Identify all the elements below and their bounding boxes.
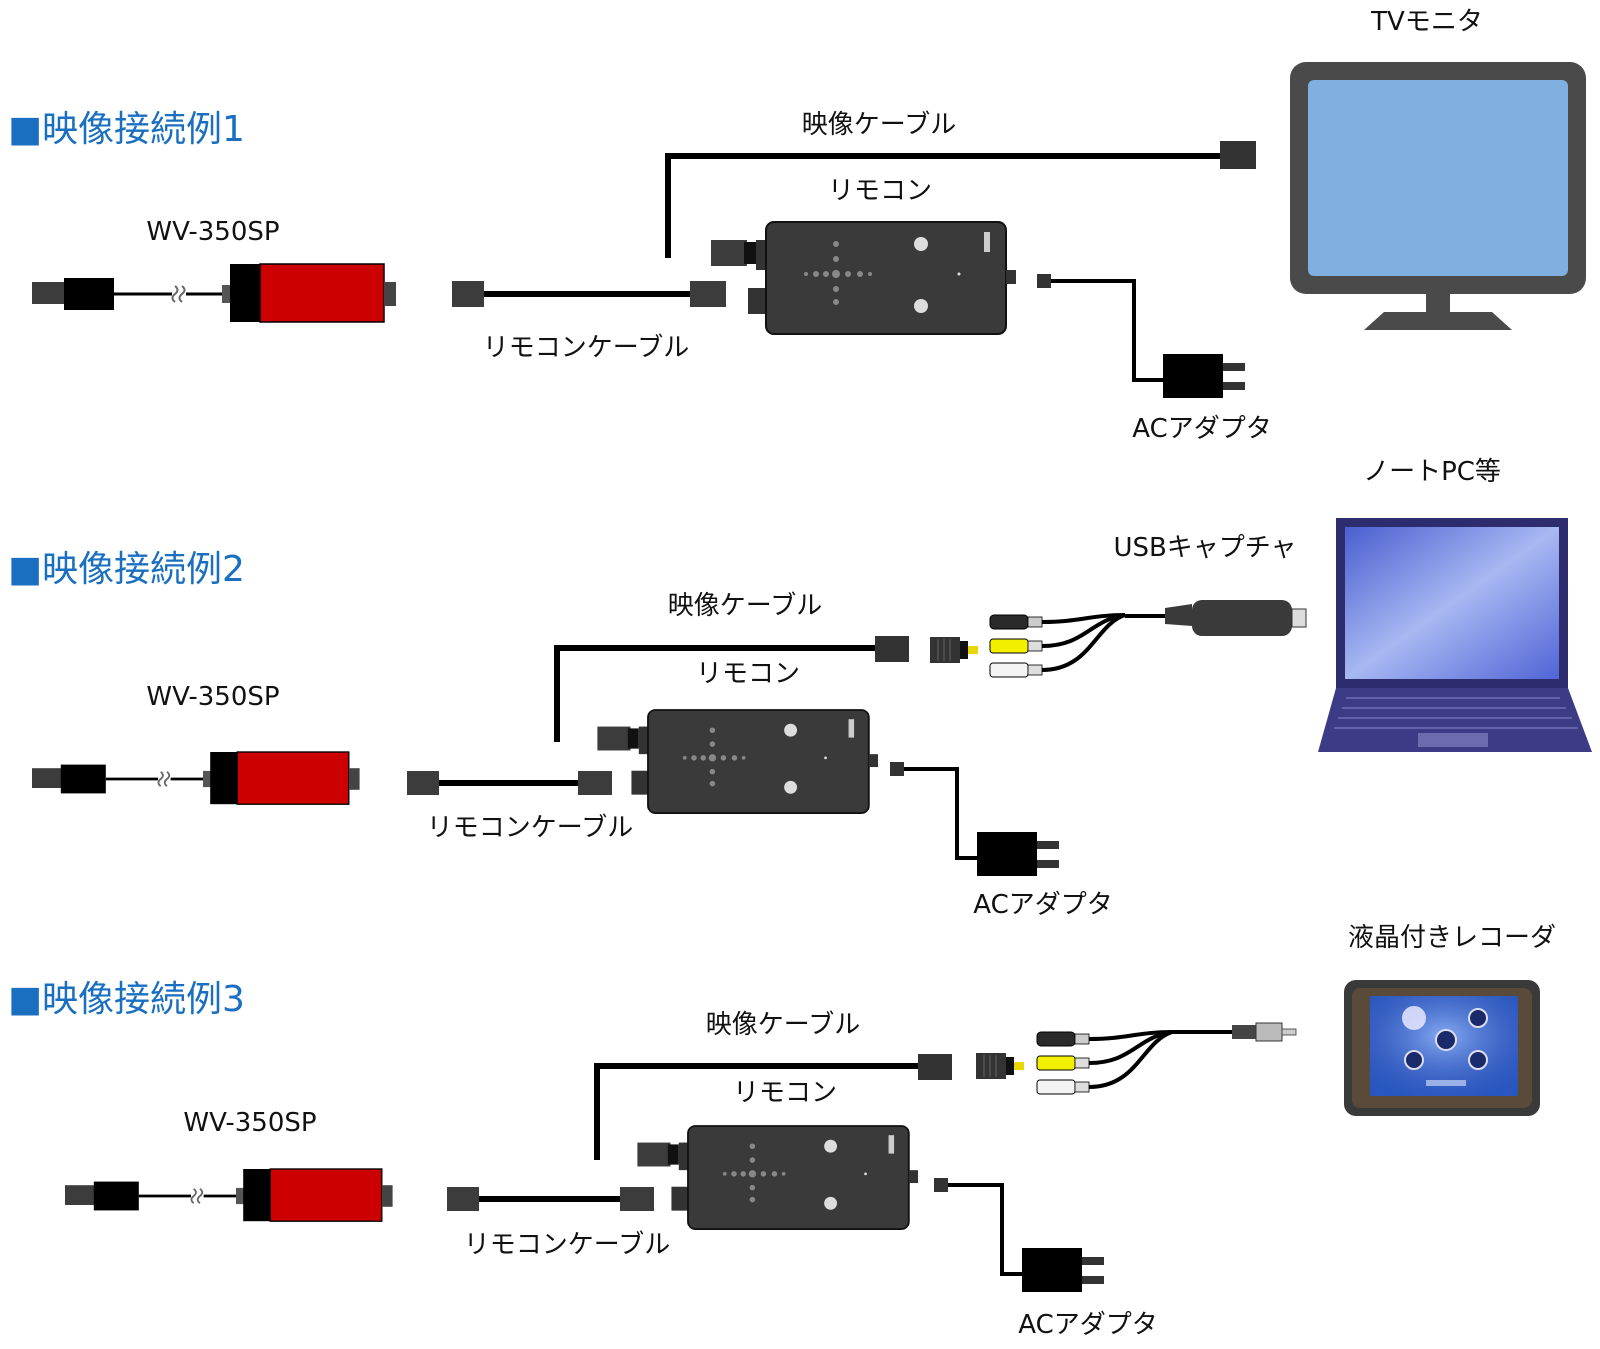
rca-tip-icon [1014,1062,1024,1070]
section-2-display-label: ノートPC等 [1363,457,1501,487]
section-2-remote-label: リモコン [696,659,800,689]
connector-icon [407,771,439,795]
section-1-ac-adapter-label: ACアダプタ [1132,414,1271,444]
rca-tip-icon [968,646,978,654]
section-3-remote-cable-label: リモコンケーブル [464,1230,670,1260]
connector-icon [918,1054,952,1080]
section-3-camera-label: WV-350SP [183,1108,316,1138]
section-1-heading: ■映像接続例1 [8,109,245,150]
video-cable-line [665,153,1220,258]
section-2-video-cable-label: 映像ケーブル [668,591,822,621]
connector-icon [447,1187,479,1211]
connector-icon [690,281,726,307]
section-1-camera-label: WV-350SP [146,217,279,247]
connector-icon [875,636,909,662]
power-cable-line [904,767,977,860]
power-cable-line [1051,279,1163,382]
remote-icon [636,1125,919,1230]
section-2-heading: ■映像接続例2 [8,549,245,590]
camera-icon [30,262,398,324]
connector-icon [1220,141,1256,169]
section-1-video-cable-label: 映像ケーブル [802,110,956,140]
section-3-remote-label: リモコン [733,1078,837,1108]
laptop-icon [1318,518,1592,752]
section-1: ■映像接続例1 WV-350SP リモコンケーブル 映像ケーブル リモコン AC… [8,7,1586,444]
connector-icon [1037,274,1051,288]
section-3-ac-adapter-label: ACアダプタ [1018,1310,1157,1340]
video-cable-line [554,645,875,742]
camera-icon [63,1167,394,1223]
av-plug-icon [1172,1022,1297,1042]
section-2-camera-label: WV-350SP [146,682,279,712]
video-cable-line [594,1063,918,1160]
camera-icon [30,750,361,806]
connector-icon [578,771,612,795]
section-2: ■映像接続例2 WV-350SP リモコンケーブル 映像ケーブル リモコン AC… [8,457,1592,920]
ac-adapter-icon [1163,354,1245,398]
remote-icon [710,221,1017,335]
lcd-recorder-icon [1344,980,1540,1116]
rca-cable-icon [1035,1030,1174,1096]
connector-icon [934,1178,948,1192]
section-2-remote-cable-label: リモコンケーブル [427,813,633,843]
bnc-plug-icon [929,636,969,664]
connector-icon [890,762,904,776]
ac-adapter-icon [977,832,1059,876]
connector-icon [452,281,484,307]
ac-adapter-icon [1022,1248,1104,1292]
section-1-display-label: TVモニタ [1370,7,1483,37]
connector-icon [620,1187,654,1211]
tv-monitor-icon [1290,62,1586,330]
section-3-video-cable-label: 映像ケーブル [706,1010,860,1040]
section-2-capture-label: USBキャプチャ [1113,533,1296,563]
section-1-remote-label: リモコン [828,176,932,206]
section-3-heading: ■映像接続例3 [8,979,245,1020]
section-3: ■映像接続例3 WV-350SP リモコンケーブル 映像ケーブル リモコン AC… [8,923,1556,1340]
section-3-display-label: 液晶付きレコーダ [1348,923,1556,953]
bnc-plug-icon [975,1052,1015,1080]
rca-cable-icon [988,613,1127,679]
usb-capture-icon [1125,600,1307,636]
power-cable-line [948,1183,1022,1276]
section-2-ac-adapter-label: ACアダプタ [973,890,1112,920]
section-1-remote-cable-label: リモコンケーブル [483,333,689,363]
remote-icon [596,709,879,814]
